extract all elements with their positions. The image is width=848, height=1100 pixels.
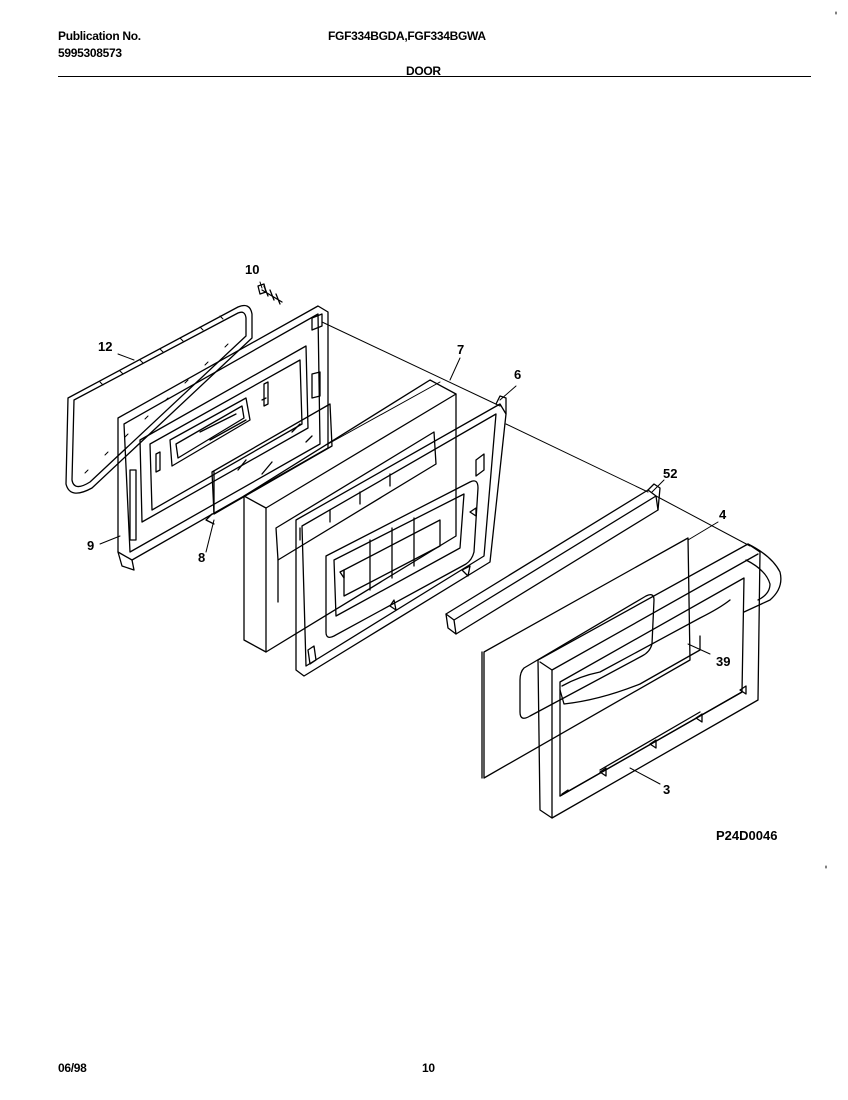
callout-12: 12: [98, 339, 113, 354]
part-10-screw: [257, 283, 283, 305]
callout-6: 6: [514, 367, 522, 382]
publication-number: 5995308573: [58, 46, 122, 60]
callout-8: 8: [198, 550, 206, 565]
page-number: 10: [422, 1061, 435, 1075]
part-8-glass: [205, 403, 333, 525]
section-title: DOOR: [406, 64, 441, 78]
model-numbers: FGF334BGDA,FGF334BGWA: [328, 29, 486, 43]
part-12-gasket: [65, 304, 253, 494]
part-39-outer-door-frame: [537, 543, 782, 819]
part-7-insulation-panel: [243, 379, 457, 653]
callout-10: 10: [245, 262, 260, 277]
drawing-code: P24D0046: [716, 828, 778, 843]
callout-52: 52: [663, 466, 678, 481]
callout-9: 9: [87, 538, 95, 553]
callout-4: 4: [719, 507, 727, 522]
callout-39: 39: [716, 654, 731, 669]
footer-date: 06/98: [58, 1061, 87, 1075]
margin-marks: [825, 11, 837, 869]
part-6-inner-panel: [295, 395, 507, 677]
publication-label: Publication No.: [58, 29, 141, 43]
callout-7: 7: [457, 342, 465, 357]
leader-lines: [99, 281, 751, 785]
part-4-outer-glass: [481, 537, 691, 779]
header-rule: [58, 76, 811, 77]
callout-3: 3: [663, 782, 671, 797]
